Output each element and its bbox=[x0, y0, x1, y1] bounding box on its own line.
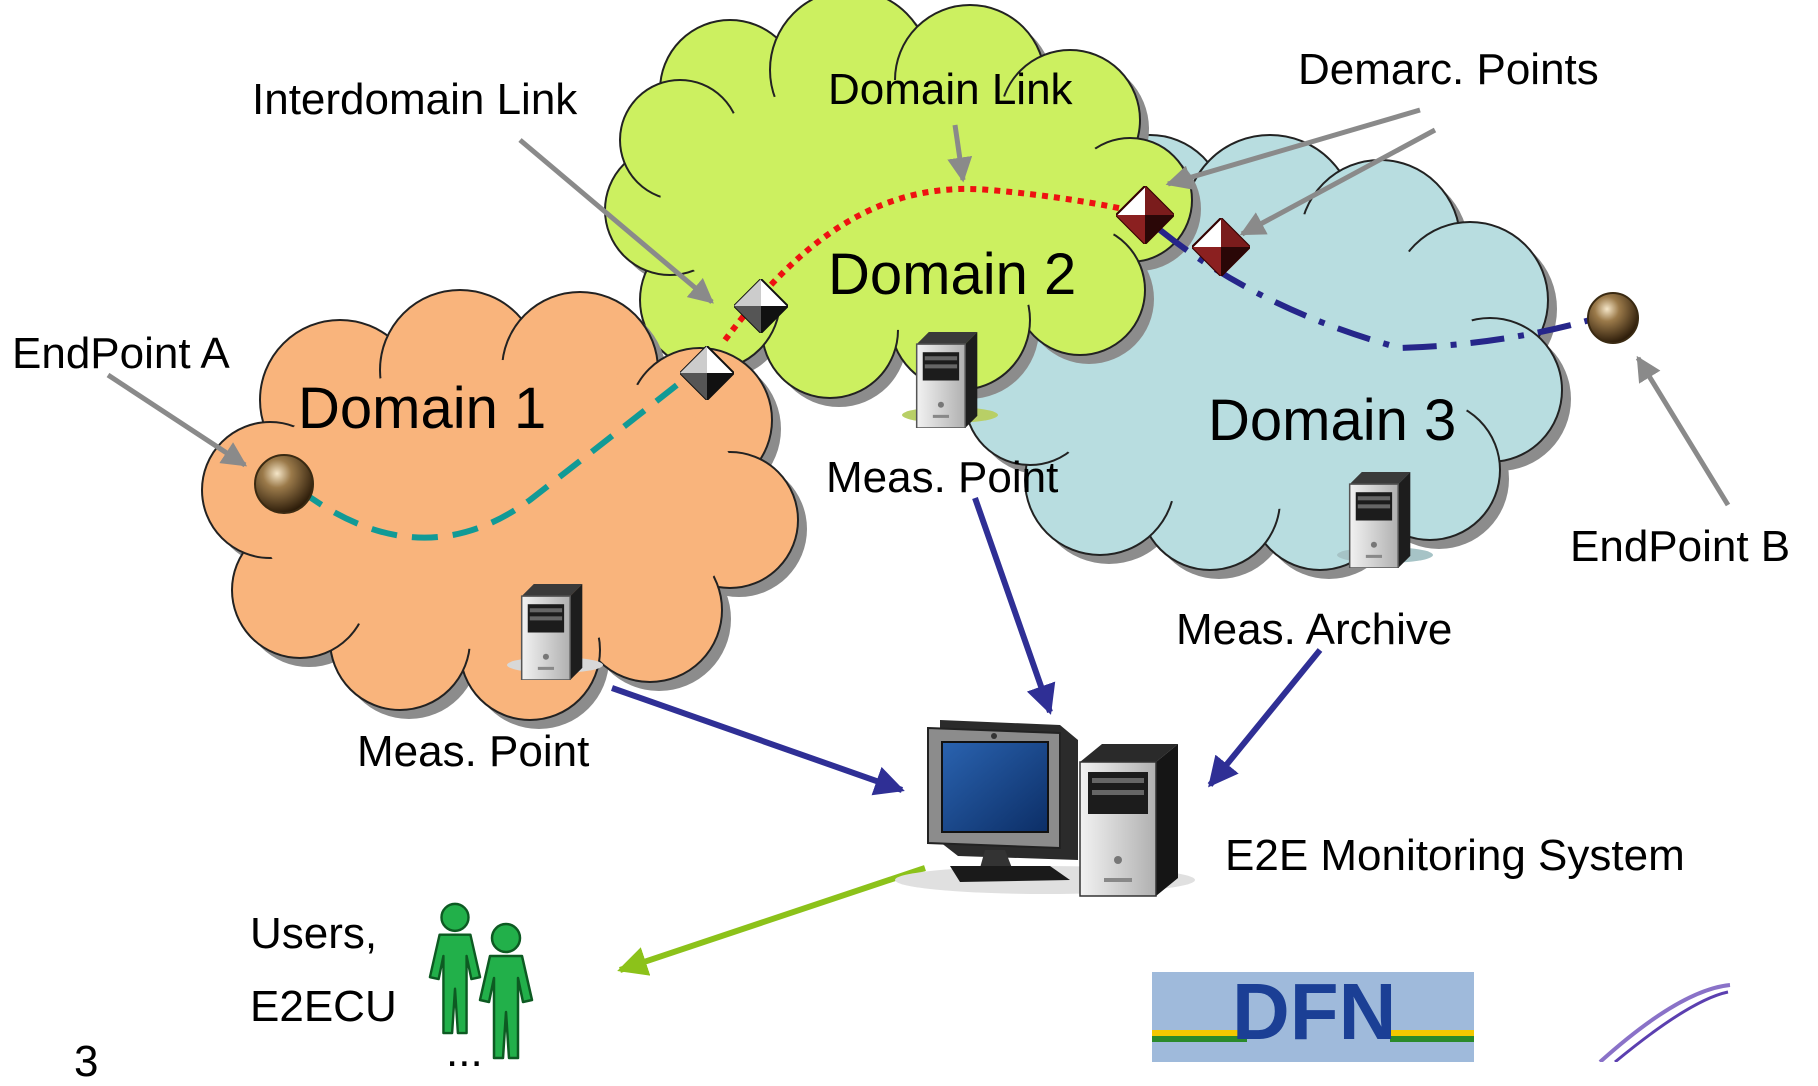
user-figure-icon bbox=[478, 922, 534, 1060]
endpoint-b-label: EndPoint B bbox=[1570, 522, 1791, 571]
report-arrows bbox=[611, 497, 1323, 796]
endpoint-b-icon bbox=[1587, 292, 1639, 344]
users-arrow bbox=[617, 865, 926, 976]
e2e-system-label: E2E Monitoring System bbox=[1225, 831, 1685, 880]
endpoint-a-label: EndPoint A bbox=[12, 329, 230, 378]
endpoint-a-icon bbox=[254, 454, 314, 514]
domain-link-label: Domain Link bbox=[828, 65, 1073, 114]
meas-archive-label: Meas. Archive bbox=[1176, 605, 1453, 654]
domain-2-cloud bbox=[604, 0, 1201, 407]
monitoring-workstation-icon bbox=[895, 720, 1195, 897]
page-number: 3 bbox=[74, 1037, 99, 1086]
meas-point-d1-label: Meas. Point bbox=[357, 727, 590, 776]
domain-3-label: Domain 3 bbox=[1208, 388, 1457, 453]
users-more-label: ... bbox=[446, 1027, 483, 1076]
users-label-line1: Users, bbox=[250, 909, 378, 958]
server-tower-icon bbox=[520, 584, 584, 680]
swoosh-logo bbox=[1598, 983, 1731, 1062]
meas-point-d2-label: Meas. Point bbox=[826, 453, 1059, 502]
dfn-logo-text: DFN bbox=[1232, 967, 1397, 1056]
user-figure-icon bbox=[428, 902, 482, 1035]
interdomain-link-label: Interdomain Link bbox=[252, 75, 578, 124]
server-tower-icon bbox=[1348, 472, 1412, 568]
domain-2-label: Domain 2 bbox=[828, 242, 1077, 307]
pointer-arrows bbox=[106, 107, 1731, 507]
network-diagram bbox=[106, 0, 1731, 1062]
server-tower-icon bbox=[915, 332, 979, 428]
dfn-logo bbox=[1152, 972, 1474, 1062]
domain-1-label: Domain 1 bbox=[298, 376, 547, 441]
domain-1-link bbox=[298, 352, 717, 541]
domain-2-link bbox=[722, 185, 1151, 342]
demarc-points-label: Demarc. Points bbox=[1298, 45, 1599, 94]
users-label-line2: E2ECU bbox=[250, 982, 397, 1031]
